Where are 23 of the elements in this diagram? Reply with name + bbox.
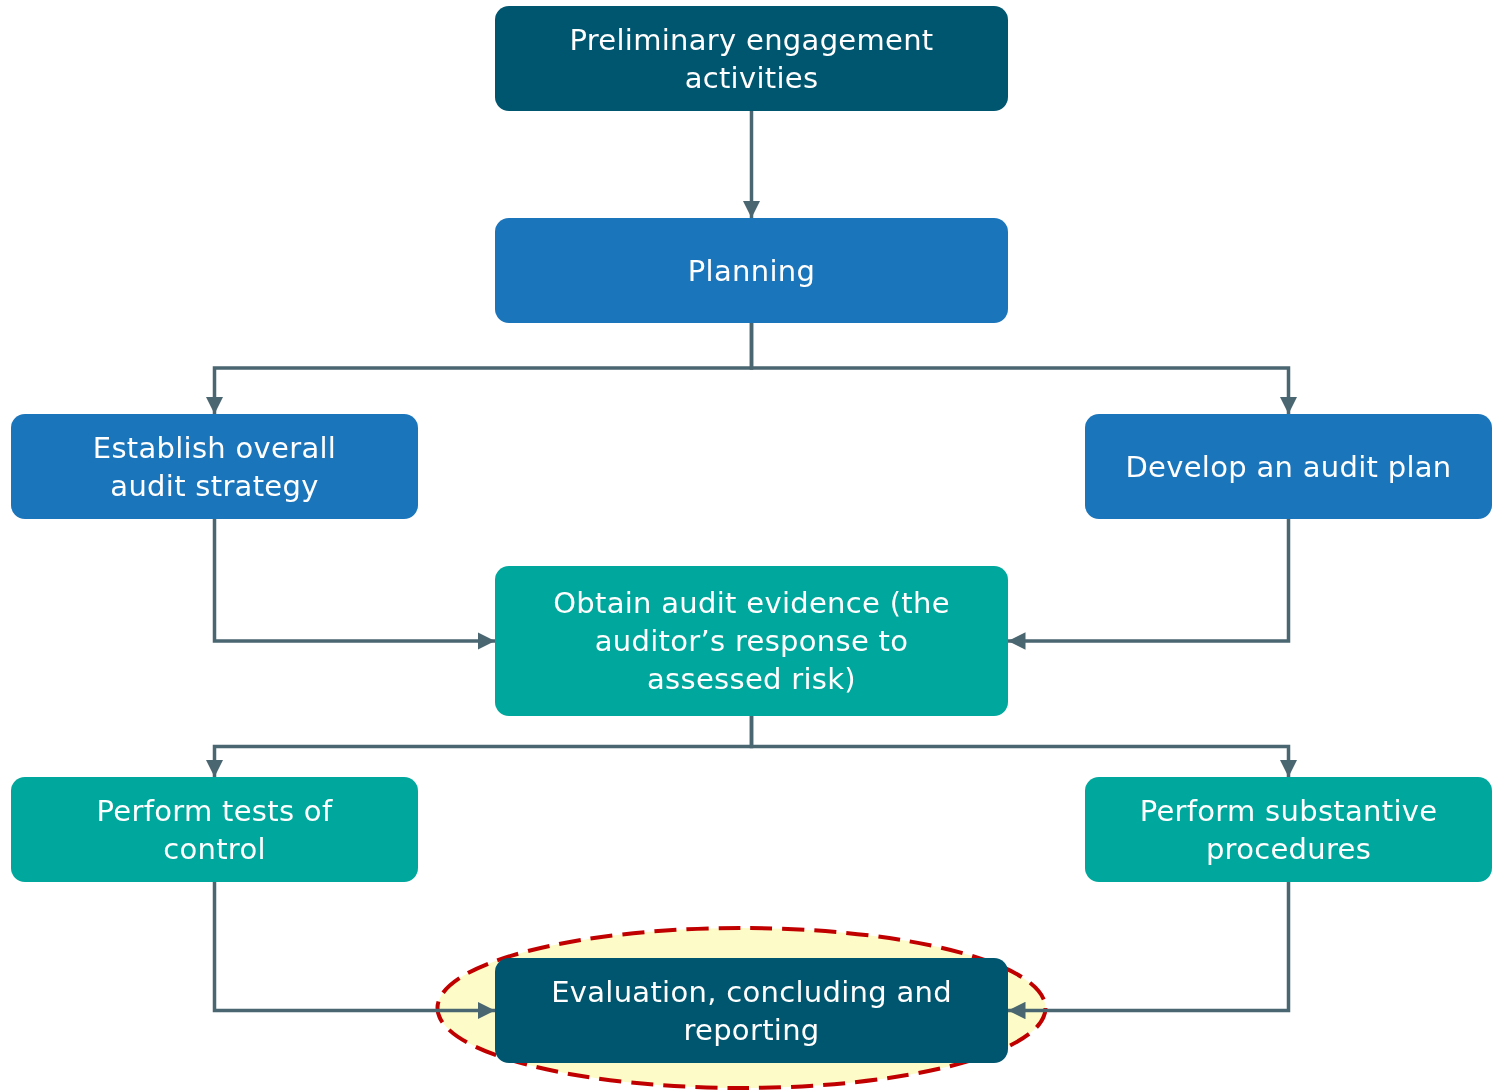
process-box xyxy=(11,777,418,882)
process-box xyxy=(495,958,1008,1063)
process-box xyxy=(1085,777,1492,882)
box-label: Preliminary engagement activities xyxy=(568,21,935,97)
arrow xyxy=(1008,519,1291,650)
box-label: Perform substantive procedures xyxy=(1138,792,1439,868)
process-box xyxy=(1085,414,1492,519)
arrow xyxy=(742,111,761,218)
box-label: Planning xyxy=(687,252,816,290)
process-box xyxy=(495,566,1008,716)
box-label: Evaluation, concluding and reporting xyxy=(550,973,953,1049)
arrow xyxy=(749,716,1298,777)
process-box xyxy=(495,6,1008,111)
box-label: Perform tests of control xyxy=(95,792,334,868)
box-label: Obtain audit evidence (the auditor’s response to assessed risk) xyxy=(552,585,951,698)
arrow xyxy=(1008,882,1291,1020)
process-box xyxy=(495,218,1008,323)
arrow xyxy=(212,882,495,1020)
arrow xyxy=(749,323,1298,414)
arrow xyxy=(212,519,495,650)
box-label: Establish overall audit strategy xyxy=(91,429,338,505)
box-label: Develop an audit plan xyxy=(1125,448,1452,486)
process-box xyxy=(11,414,418,519)
